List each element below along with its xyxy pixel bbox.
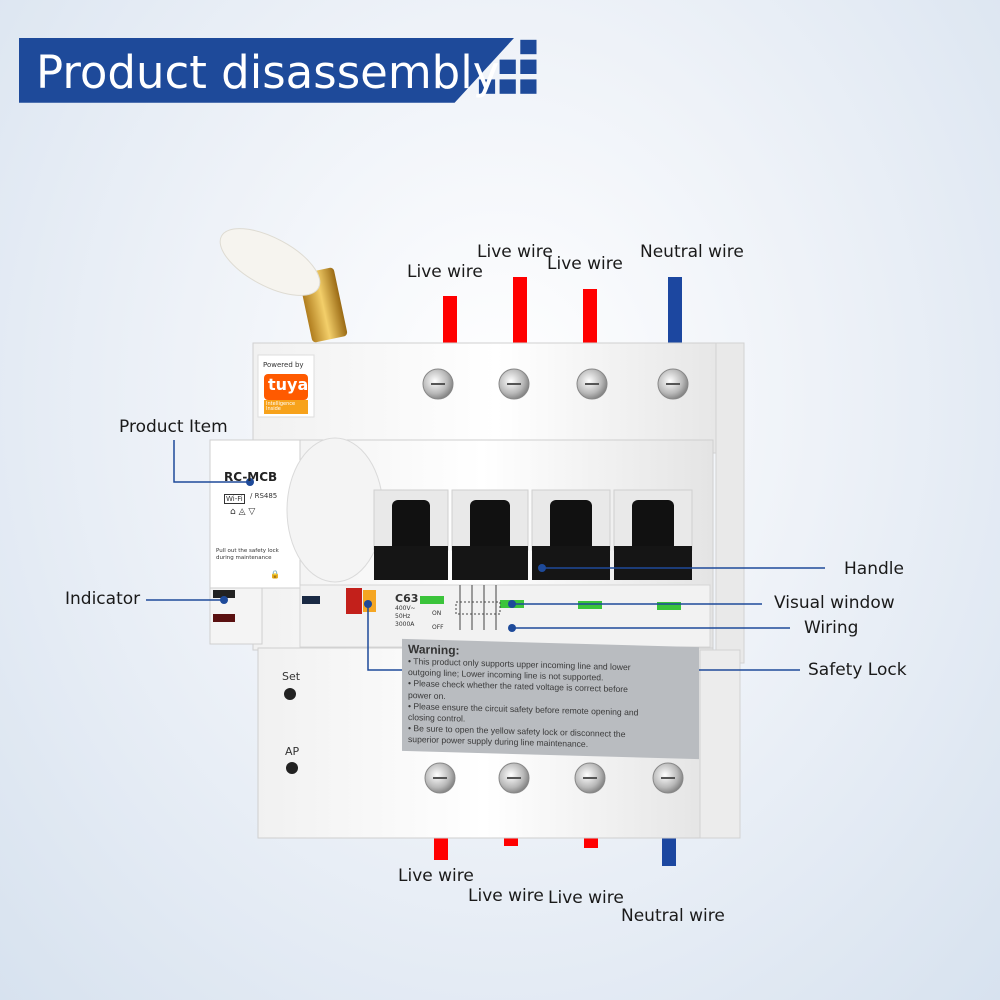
- top-wire-1: [443, 296, 457, 343]
- top-wire-3: [583, 289, 597, 343]
- callout-wiring: Wiring: [804, 618, 859, 638]
- bottom-wire-label-2: Live wire: [468, 886, 544, 906]
- warning-panel: Warning: • This product only supports up…: [402, 638, 699, 760]
- wifi-icon: Wi-Fi: [224, 494, 245, 504]
- handle-2: [470, 500, 510, 552]
- top-wire-label-1: Live wire: [407, 262, 483, 282]
- page-title: Product disassembly: [36, 46, 500, 99]
- top-wire-label-4: Neutral wire: [640, 242, 744, 262]
- ap-button-label: AP: [285, 745, 300, 758]
- status-icons: ⌂ ◬ ▽: [230, 507, 256, 517]
- callout-product-item: Product Item: [119, 417, 228, 437]
- antenna-icon: [219, 228, 348, 343]
- callout-indicator: Indicator: [65, 589, 141, 609]
- handle-base-4: [614, 546, 692, 580]
- bottom-wire-label-1: Live wire: [398, 866, 474, 886]
- top-wire-label-2: Live wire: [477, 242, 553, 262]
- callout-visual-window: Visual window: [774, 593, 895, 613]
- bottom-wire-label-3: Live wire: [548, 888, 624, 908]
- handle-3: [550, 500, 592, 552]
- top-wire-4: [668, 277, 682, 343]
- handle-4: [632, 500, 674, 552]
- header-banner: [19, 38, 537, 103]
- comms-label: / RS485: [250, 492, 278, 500]
- top-wires: [443, 277, 682, 343]
- voltage-label: 400V~: [395, 605, 416, 612]
- handle-base-1: [374, 546, 448, 580]
- callout-safety-lock: Safety Lock: [808, 660, 907, 680]
- capacity-label: 3000A: [395, 621, 415, 628]
- powered-by-text: Powered by: [263, 361, 304, 369]
- callout-handle: Handle: [844, 559, 904, 579]
- top-wire-label-3: Live wire: [547, 254, 623, 274]
- handle-base-3: [532, 546, 610, 580]
- frequency-label: 50Hz: [395, 613, 411, 620]
- off-label: OFF: [432, 624, 444, 631]
- on-label: ON: [432, 610, 442, 617]
- set-button-label: Set: [282, 670, 301, 683]
- top-wire-2: [513, 277, 527, 343]
- handle-base-2: [452, 546, 528, 580]
- rating-label: C63: [395, 592, 419, 605]
- lock-icon: 🔒: [270, 570, 280, 579]
- model-label: RC-MCB: [224, 470, 278, 484]
- bottom-wire-label-4: Neutral wire: [621, 906, 725, 926]
- tuya-logo: tuya: [268, 375, 309, 394]
- handle-1: [392, 500, 430, 552]
- grid-decoration-icon: [478, 39, 537, 94]
- safety-note: Pull out the safety lock during maintena…: [216, 548, 279, 561]
- brand-tag: Intelligence Inside: [266, 401, 296, 412]
